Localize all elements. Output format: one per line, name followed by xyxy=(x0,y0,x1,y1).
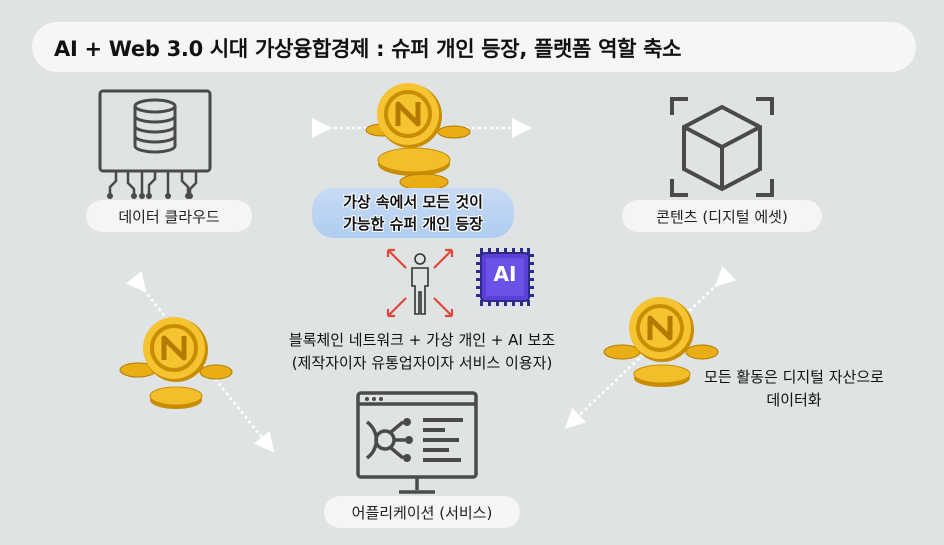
application-label: 어플리케이션 (서비스) xyxy=(324,496,520,528)
center-description: 블록체인 네트워크 + 가상 개인 + AI 보조 (제작자이자 유통업자이자 … xyxy=(262,329,582,375)
highlight-line-1: 가상 속에서 모든 것이 xyxy=(343,193,483,211)
center-line-2: (제작자이자 유통업자이자 서비스 이용자) xyxy=(291,354,553,372)
title-bar: AI + Web 3.0 시대 가상융합경제 : 슈퍼 개인 등장, 플랫폼 역… xyxy=(32,22,916,72)
data-cloud-label: 데이터 클라우드 xyxy=(86,200,252,232)
digital-asset-note: 모든 활동은 디지털 자산으로 데이터화 xyxy=(676,366,912,412)
coin-cluster-right xyxy=(603,297,719,387)
person-icon xyxy=(386,248,454,318)
note-line-2: 데이터화 xyxy=(766,391,822,409)
note-line-1: 모든 활동은 디지털 자산으로 xyxy=(704,368,884,386)
cube-asset-icon xyxy=(670,97,774,197)
ai-chip-label: AI xyxy=(493,262,517,286)
coin-cluster-left xyxy=(119,317,233,409)
application-monitor-icon xyxy=(356,391,478,494)
super-individual-highlight xyxy=(312,188,514,238)
ai-chip-icon xyxy=(476,248,534,306)
coin-cluster-top xyxy=(365,83,471,191)
database-server-icon xyxy=(98,89,212,199)
red-arrows xyxy=(386,248,454,318)
contents-label: 콘텐츠 (디지털 에셋) xyxy=(622,200,822,232)
coin-icon xyxy=(365,83,471,191)
coin-icon xyxy=(603,297,719,387)
center-line-1: 블록체인 네트워크 + 가상 개인 + AI 보조 xyxy=(288,331,556,349)
page-title: AI + Web 3.0 시대 가상융합경제 : 슈퍼 개인 등장, 플랫폼 역… xyxy=(54,37,682,61)
highlight-line-2: 가능한 슈퍼 개인 등장 xyxy=(343,215,483,233)
super-individual-text: 가상 속에서 모든 것이 가능한 슈퍼 개인 등장 xyxy=(316,191,510,235)
coin-icon xyxy=(119,317,233,409)
